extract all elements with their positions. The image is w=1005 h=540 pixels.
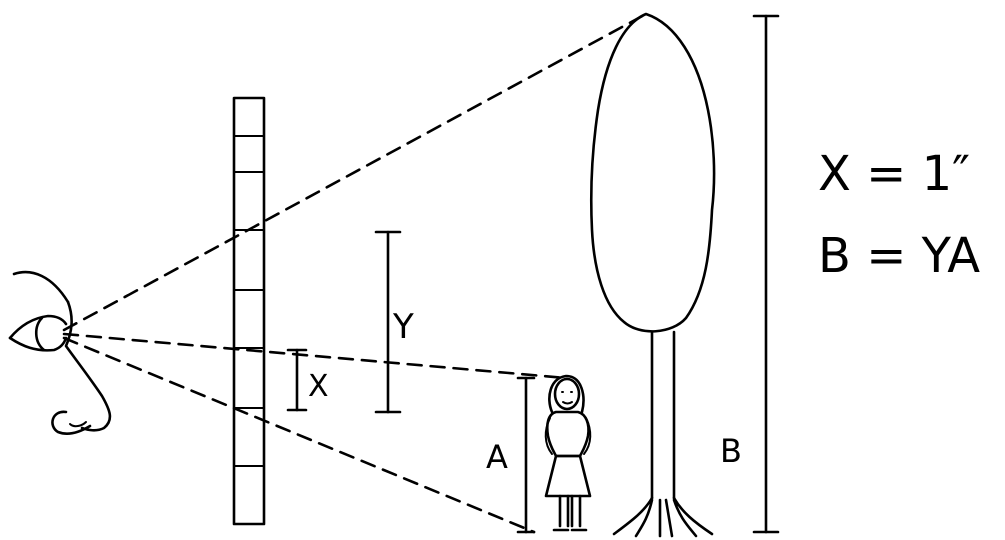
b-label: B [720,432,742,470]
tree-roots [614,498,712,536]
person-legs [560,496,580,526]
eye-iris [36,318,44,350]
person-face [562,392,572,404]
eyebrow [14,272,68,302]
a-label: A [486,438,508,476]
equation-x-equals-one-inch: X = 1″ [818,146,970,202]
b-bracket [754,16,778,532]
eye-and-face-profile [10,272,110,434]
tree-canopy [591,14,714,331]
y-label: Y [392,307,414,347]
sight-line-to-tree-top [64,14,646,330]
x-bracket [288,350,306,410]
nostril-inner [70,422,86,426]
sight-line-to-person-feet [64,338,534,532]
equation-b-equals-ya: B = YA [818,228,980,284]
x-label: X [308,369,329,404]
face-line [66,302,110,430]
person-skirt [546,456,590,496]
tree-trunk [652,332,674,498]
a-bracket [518,378,534,532]
ruler [234,98,264,524]
person [546,376,591,530]
sight-lines [64,14,646,532]
tree [591,14,714,536]
person-torso [547,412,588,456]
ruler-body [234,98,264,524]
